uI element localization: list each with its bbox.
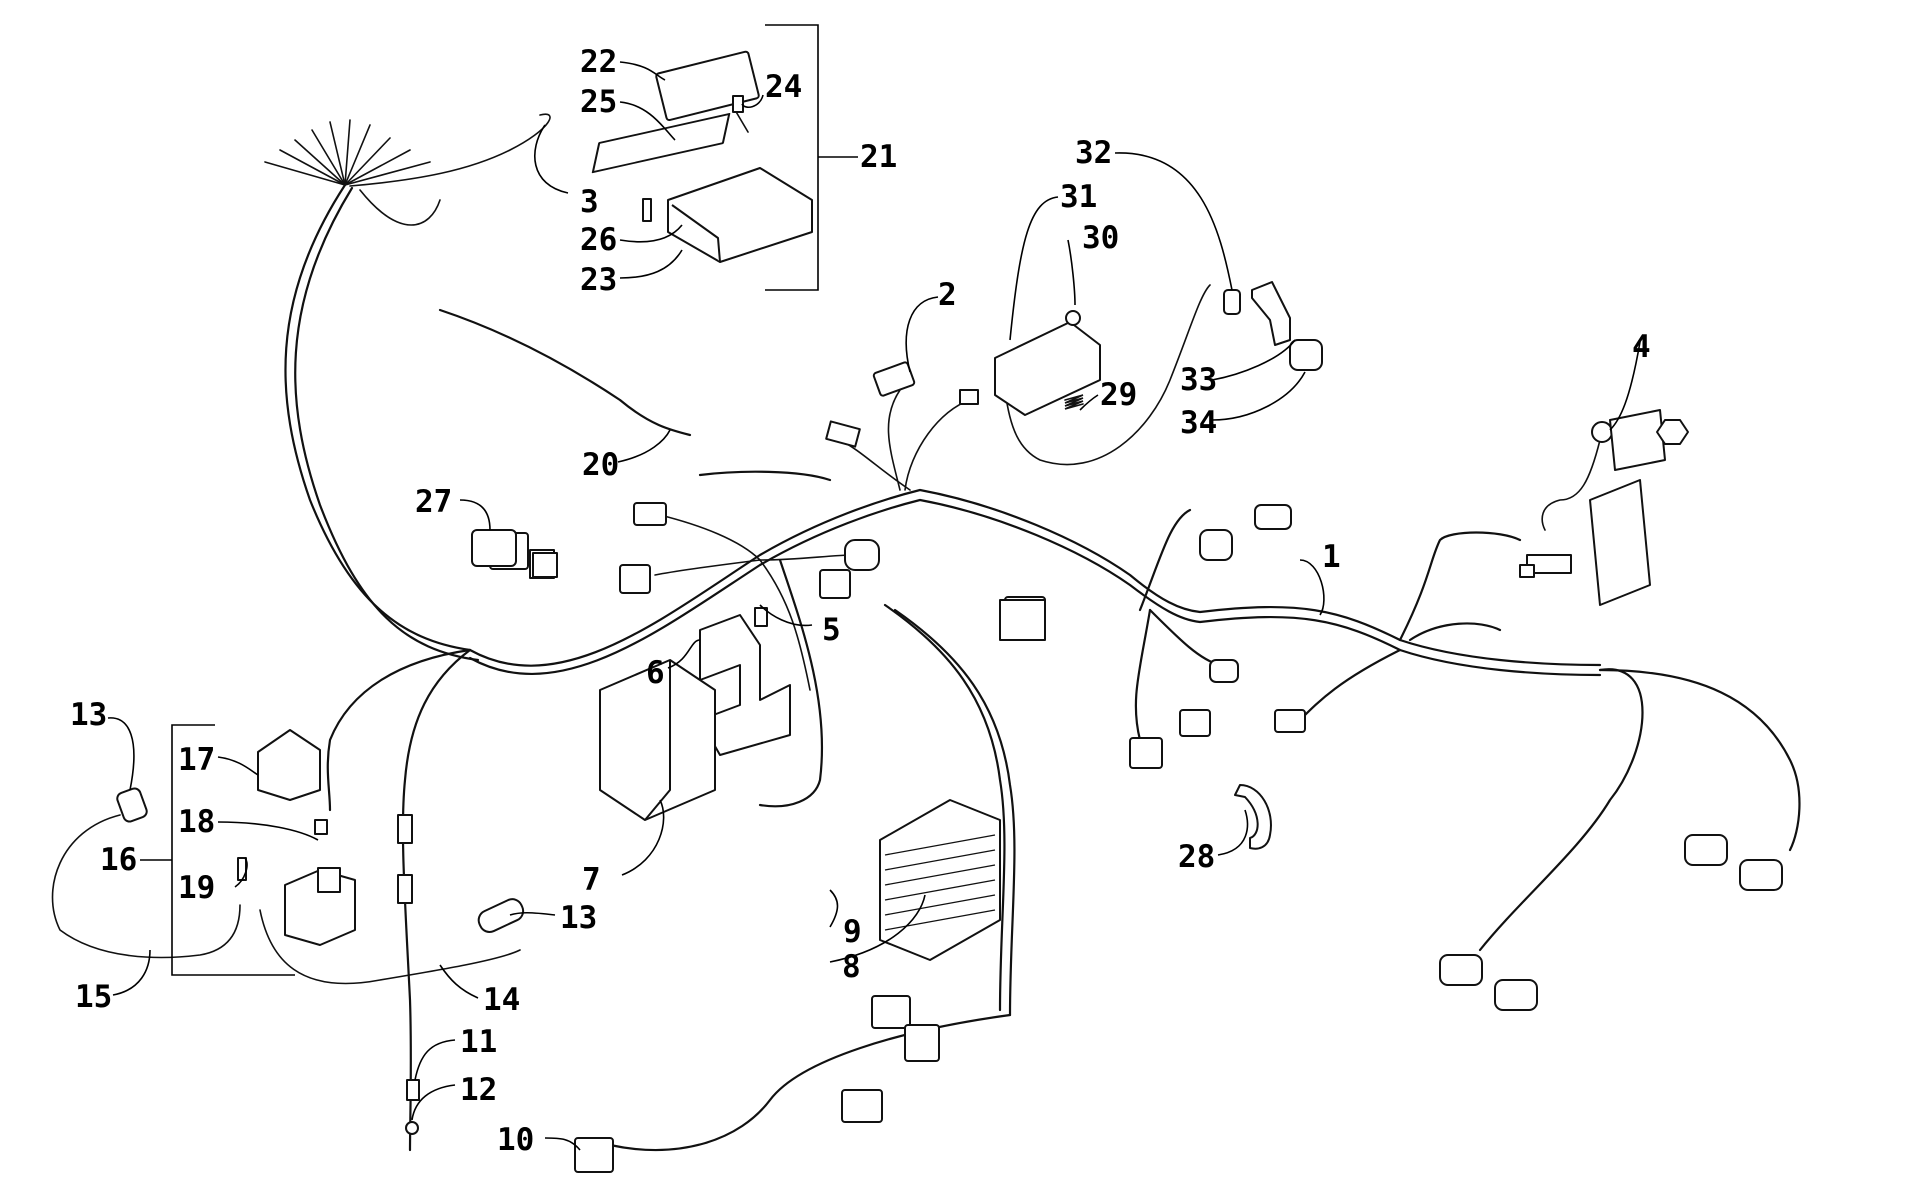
callout-31: 31 <box>1060 179 1097 215</box>
callout-33: 33 <box>1180 362 1217 398</box>
callout-34: 34 <box>1180 405 1217 441</box>
callout-9: 9 <box>843 914 862 950</box>
wire-harness <box>51 113 1801 1152</box>
callout-11: 11 <box>460 1024 497 1060</box>
fuse-clip <box>732 95 744 113</box>
callout-28: 28 <box>1178 839 1215 875</box>
throttle-sensor <box>1589 479 1651 606</box>
leader-lines <box>107 61 1641 1151</box>
ground-cable <box>438 308 692 437</box>
callout-30: 30 <box>1082 220 1119 256</box>
callout-8: 8 <box>842 949 861 985</box>
callout-1: 1 <box>1322 539 1341 575</box>
bracket <box>699 614 791 756</box>
callout-27: 27 <box>415 484 452 520</box>
callout-22: 22 <box>580 44 617 80</box>
callout-19: 19 <box>178 870 215 906</box>
callout-23: 23 <box>580 262 617 298</box>
bracket-16 <box>171 724 295 976</box>
spring-icon <box>1064 394 1084 410</box>
cable-tie-ring <box>1234 784 1272 850</box>
callout-10: 10 <box>497 1122 534 1158</box>
screw <box>642 198 652 222</box>
callout-20: 20 <box>582 447 619 483</box>
voltage-regulator <box>879 799 1001 961</box>
callout-13b: 13 <box>560 900 597 936</box>
solenoid-cover <box>257 729 321 801</box>
callout-16: 16 <box>100 842 137 878</box>
callout-labels: 1 2 3 4 5 6 7 8 9 10 11 12 13 13 14 15 1… <box>70 44 1651 1158</box>
callout-3: 3 <box>580 184 599 220</box>
callout-6: 6 <box>646 655 665 691</box>
callout-12: 12 <box>460 1072 497 1108</box>
callout-15: 15 <box>75 979 112 1015</box>
fuse-block-base <box>667 167 813 263</box>
left-branch-up-b <box>294 186 480 662</box>
bracket-21 <box>765 24 819 291</box>
callout-17: 17 <box>178 742 215 778</box>
callout-5: 5 <box>822 612 841 648</box>
callout-7: 7 <box>582 862 601 898</box>
callout-2: 2 <box>938 277 957 313</box>
callout-13a: 13 <box>70 697 107 733</box>
callout-21: 21 <box>860 139 897 175</box>
callout-32: 32 <box>1075 135 1112 171</box>
parts <box>116 50 1783 1173</box>
callout-29: 29 <box>1100 377 1137 413</box>
callout-24: 24 <box>765 69 802 105</box>
callout-26: 26 <box>580 222 617 258</box>
callout-14: 14 <box>483 982 520 1018</box>
callout-18: 18 <box>178 804 215 840</box>
callout-25: 25 <box>580 84 617 120</box>
left-branch-up <box>284 183 472 652</box>
callout-4: 4 <box>1632 329 1651 365</box>
fuse-block-gasket <box>591 112 731 174</box>
